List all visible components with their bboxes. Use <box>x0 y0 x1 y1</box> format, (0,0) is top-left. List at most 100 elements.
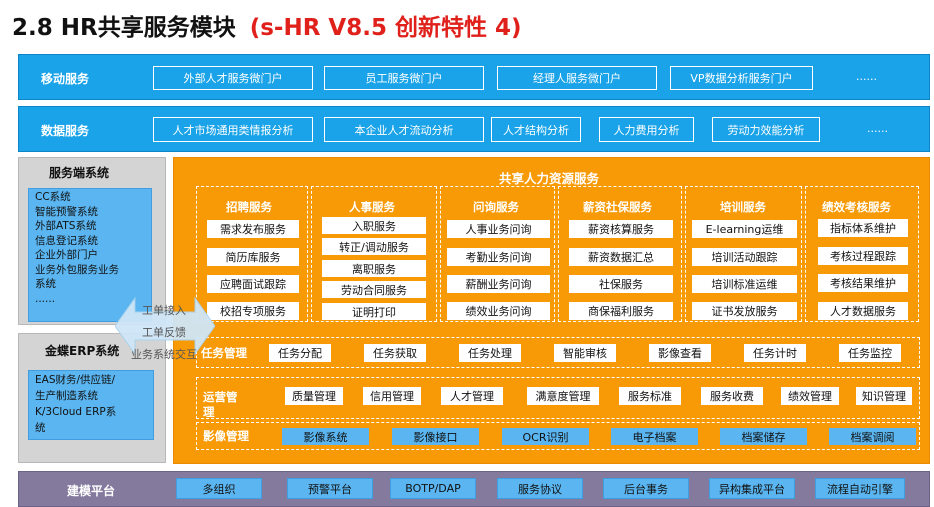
service-item[interactable]: 考核过程跟踪 <box>818 247 908 265</box>
ops-item[interactable]: 人才管理 <box>441 387 503 405</box>
shared-hr-panel: 共享人力资源服务 招聘服务 需求发布服务 简历库服务 应聘面试跟踪 校招专项服务… <box>173 157 930 464</box>
data-item[interactable]: 人才市场通用类情报分析 <box>153 117 313 142</box>
platform-item[interactable]: 多组织 <box>176 478 262 499</box>
image-item[interactable]: 档案调阅 <box>829 428 916 445</box>
ops-item[interactable]: 服务标准 <box>619 387 681 405</box>
service-item[interactable]: 需求发布服务 <box>207 220 299 238</box>
group-title: 绩效考核服务 <box>822 200 891 214</box>
erp-panel: 金蝶ERP系统 EAS财务/供应链/ 生产制造系统 K/3Cloud ERP系 … <box>18 333 166 463</box>
task-item[interactable]: 任务获取 <box>364 344 426 362</box>
image-item[interactable]: 影像系统 <box>282 428 369 445</box>
arrow-label: 工单反馈 <box>142 326 186 339</box>
task-item[interactable]: 影像查看 <box>649 344 711 362</box>
task-item[interactable]: 任务监控 <box>839 344 901 362</box>
platform-item[interactable]: BOTP/DAP <box>390 478 476 499</box>
server-system-item: 智能预警系统 <box>35 205 98 218</box>
server-system-item: 系统 <box>35 278 56 290</box>
title-sub: (s-HR V8.5 创新特性 4) <box>249 15 522 41</box>
page-title: 2.8 HR共享服务模块 (s-HR V8.5 创新特性 4) <box>12 8 522 42</box>
task-item[interactable]: 智能审核 <box>554 344 616 362</box>
service-item[interactable]: 简历库服务 <box>207 248 299 266</box>
service-item[interactable]: 证书发放服务 <box>692 302 797 320</box>
service-item[interactable]: 薪资数据汇总 <box>569 248 673 266</box>
service-item[interactable]: 应聘面试跟踪 <box>207 275 299 293</box>
ops-item[interactable]: 知识管理 <box>856 387 912 405</box>
data-item[interactable]: 劳动力效能分析 <box>712 117 820 142</box>
image-item[interactable]: 档案储存 <box>720 428 807 445</box>
data-item[interactable]: 人力费用分析 <box>599 117 694 142</box>
service-group-personnel: 人事服务 入职服务 转正/调动服务 离职服务 劳动合同服务 证明打印 <box>311 186 437 322</box>
erp-title: 金蝶ERP系统 <box>45 344 120 358</box>
image-item[interactable]: OCR识别 <box>502 428 589 445</box>
erp-item: K/3Cloud ERP系 <box>35 406 117 418</box>
service-item[interactable]: 社保服务 <box>569 275 673 293</box>
ops-item[interactable]: 绩效管理 <box>781 387 839 405</box>
ops-management-row: 运营管理 质量管理 信用管理 人才管理 满意度管理 服务标准 服务收费 绩效管理… <box>196 377 920 419</box>
mobile-item[interactable]: VP数据分析服务门户 <box>670 66 813 90</box>
server-system-item: ...... <box>35 292 56 305</box>
ops-item[interactable]: 满意度管理 <box>527 387 599 405</box>
service-item[interactable]: 离职服务 <box>322 260 426 277</box>
image-management-row: 影像管理 影像系统 影像接口 OCR识别 电子档案 档案储存 档案调阅 <box>196 422 920 450</box>
task-management-label: 任务管理 <box>201 346 247 360</box>
service-group-recruit: 招聘服务 需求发布服务 简历库服务 应聘面试跟踪 校招专项服务 <box>196 186 308 322</box>
title-main: 2.8 HR共享服务模块 <box>12 15 236 41</box>
service-item[interactable]: 商保福利服务 <box>569 302 673 320</box>
server-systems-title: 服务端系统 <box>49 166 110 180</box>
ops-item[interactable]: 服务收费 <box>701 387 763 405</box>
platform-item[interactable]: 预警平台 <box>287 478 373 499</box>
data-item[interactable]: 人才结构分析 <box>491 117 581 142</box>
service-item[interactable]: 入职服务 <box>322 217 426 234</box>
ops-item[interactable]: 质量管理 <box>285 387 343 405</box>
mobile-services-label: 移动服务 <box>41 72 90 86</box>
group-title: 人事服务 <box>349 200 395 214</box>
task-management-row: 任务管理 任务分配 任务获取 任务处理 智能审核 影像查看 任务计时 任务监控 <box>196 337 920 368</box>
erp-item: 生产制造系统 <box>35 390 98 402</box>
service-item[interactable]: 转正/调动服务 <box>322 238 426 255</box>
service-item[interactable]: 培训活动跟踪 <box>692 248 797 266</box>
service-item[interactable]: 校招专项服务 <box>207 302 299 320</box>
ops-item[interactable]: 信用管理 <box>363 387 421 405</box>
erp-item: 统 <box>35 422 46 434</box>
service-group-training: 培训服务 E-learning运维 培训活动跟踪 培训标准运维 证书发放服务 <box>685 186 802 322</box>
data-item[interactable]: 本企业人才流动分析 <box>324 117 484 142</box>
service-item[interactable]: 薪资核算服务 <box>569 220 673 238</box>
service-item[interactable]: 证明打印 <box>322 303 426 320</box>
service-item[interactable]: 指标体系维护 <box>818 219 908 237</box>
data-services-label: 数据服务 <box>41 124 90 138</box>
service-group-inquiry: 问询服务 人事业务问询 考勤业务问询 薪酬业务问询 绩效业务问询 <box>440 186 555 322</box>
mobile-item[interactable]: 员工服务微门户 <box>324 66 484 90</box>
service-item[interactable]: 人才数据服务 <box>818 302 908 320</box>
erp-item: EAS财务/供应链/ <box>35 374 116 386</box>
platform-item[interactable]: 服务协议 <box>497 478 583 499</box>
task-item[interactable]: 任务处理 <box>459 344 521 362</box>
double-arrow-icon <box>115 296 215 356</box>
task-item[interactable]: 任务计时 <box>744 344 806 362</box>
server-system-item: 业务外包服务业务 <box>35 263 119 276</box>
mobile-item[interactable]: 外部人才服务微门户 <box>153 66 313 90</box>
service-item[interactable]: 人事业务问询 <box>447 220 550 238</box>
server-system-item: 企业外部门户 <box>35 249 98 261</box>
platform-item[interactable]: 后台事务 <box>603 478 689 499</box>
group-title: 培训服务 <box>720 200 766 214</box>
server-systems-list: CC系统 智能预警系统 外部ATS系统 信息登记系统 企业外部门户 业务外包服务… <box>28 188 152 322</box>
group-title: 薪资社保服务 <box>583 200 652 214</box>
platform-item[interactable]: 异构集成平台 <box>709 478 795 499</box>
service-item[interactable]: E-learning运维 <box>692 220 797 238</box>
service-item[interactable]: 绩效业务问询 <box>447 302 550 320</box>
arrow-label: 业务系统交互 <box>131 348 197 361</box>
service-item[interactable]: 薪酬业务问询 <box>447 275 550 293</box>
mobile-item[interactable]: 经理人服务微门户 <box>497 66 657 90</box>
image-item[interactable]: 影像接口 <box>392 428 479 445</box>
task-item[interactable]: 任务分配 <box>269 344 331 362</box>
platform-item[interactable]: 流程自动引擎 <box>815 478 905 499</box>
server-system-item: CC系统 <box>35 191 71 203</box>
image-item[interactable]: 电子档案 <box>611 428 698 445</box>
data-more: ...... <box>867 122 888 135</box>
service-item[interactable]: 培训标准运维 <box>692 275 797 293</box>
service-item[interactable]: 考核结果维护 <box>818 274 908 292</box>
shared-hr-title: 共享人力资源服务 <box>499 171 600 186</box>
service-item[interactable]: 考勤业务问询 <box>447 248 550 266</box>
arrow-label: 工单接入 <box>142 304 186 317</box>
service-item[interactable]: 劳动合同服务 <box>322 281 426 298</box>
